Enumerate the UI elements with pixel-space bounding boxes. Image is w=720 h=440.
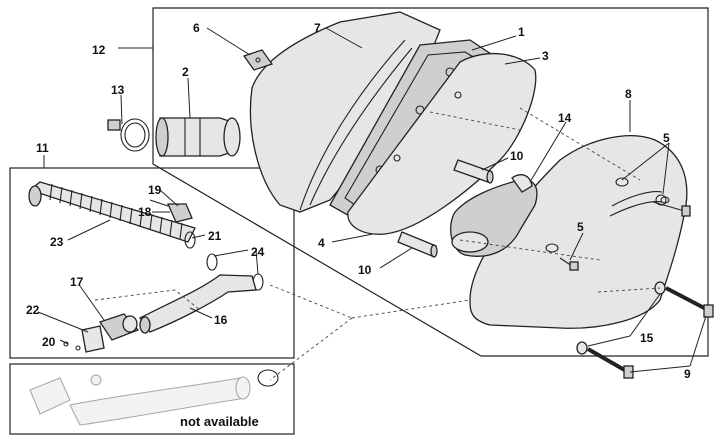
spacer-upper: [453, 159, 494, 184]
callout-3: 3: [542, 49, 549, 63]
spring-clip: [242, 49, 274, 71]
callout-10b: 10: [358, 263, 372, 277]
clamp-21: [184, 231, 196, 249]
spacer-lower: [397, 231, 438, 258]
unavailable-parts-sketch: [29, 369, 279, 426]
callout-14: 14: [558, 111, 572, 125]
callout-16: 16: [214, 313, 228, 327]
callout-24: 24: [251, 245, 265, 259]
callout-20: 20: [42, 335, 56, 349]
assembly-guide-lines: [269, 107, 661, 381]
screw-a: [652, 201, 691, 217]
callout-21: 21: [208, 229, 222, 243]
callout-8: 8: [625, 87, 632, 101]
callout-5b: 5: [577, 220, 584, 234]
filter-element: [347, 52, 537, 235]
air-box-cover: [469, 135, 688, 329]
callout-2: 2: [182, 65, 189, 79]
callout-13: 13: [111, 83, 125, 97]
callout-6: 6: [193, 21, 200, 35]
callout-4: 4: [318, 236, 325, 250]
callout-17: 17: [70, 275, 84, 289]
callout-5a: 5: [663, 131, 670, 145]
callout-leaders: [37, 27, 707, 373]
not-available-label: not available: [180, 414, 259, 429]
assembly-frame: [152, 7, 709, 357]
corrugated-hose: [28, 181, 196, 243]
bolt-lower: [587, 347, 634, 379]
callout-12: 12: [92, 43, 106, 57]
callout-19: 19: [148, 183, 162, 197]
callout-7: 7: [314, 21, 321, 35]
washer-lower: [576, 341, 588, 355]
intake-tube: [155, 117, 241, 157]
callout-18: 18: [138, 205, 152, 219]
hose-clamp: [107, 118, 150, 152]
callout-9: 9: [684, 367, 691, 381]
callout-15: 15: [640, 331, 654, 345]
callout-10a: 10: [510, 149, 524, 163]
screw-b: [559, 257, 579, 271]
callout-1: 1: [518, 25, 525, 39]
callout-11: 11: [36, 141, 49, 155]
hose-bracket: [149, 199, 193, 223]
bolt-upper: [665, 286, 714, 318]
callout-22: 22: [26, 303, 40, 317]
group-11-box: [9, 167, 295, 359]
curved-duct: [139, 274, 257, 334]
screw-c: [655, 194, 667, 206]
not-available-box: [9, 363, 295, 435]
callout-23: 23: [50, 235, 64, 249]
outlet-elbow: [63, 289, 201, 353]
inner-snorkel: [450, 174, 538, 257]
